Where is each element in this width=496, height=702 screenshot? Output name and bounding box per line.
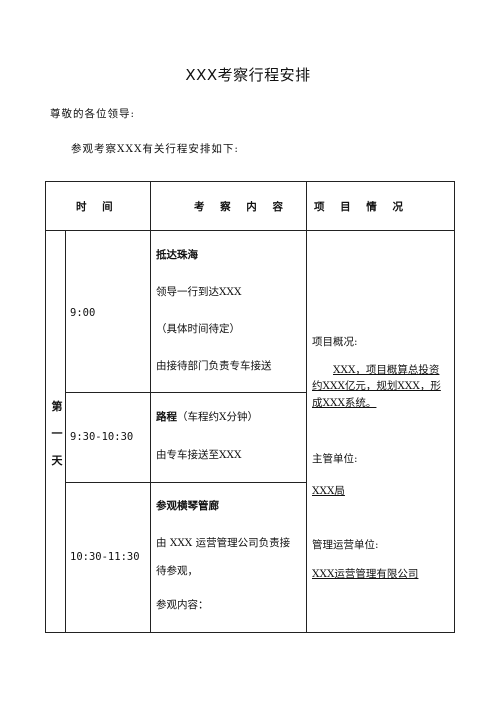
day-label-1: 第 <box>51 400 63 413</box>
header-divider <box>46 230 454 231</box>
row-3-title: 参观横琴管廊 <box>156 500 219 512</box>
header-time: 时 间 <box>76 201 119 213</box>
day-column-divider <box>65 230 66 632</box>
row-3-line-2: 待参观， <box>156 565 198 577</box>
day-label-3: 天 <box>51 454 63 467</box>
row-2-line-1: 由专车接送至XXX <box>156 449 242 461</box>
salutation: 尊敬的各位领导: <box>50 108 136 120</box>
row-3-line-1: 由 XXX 运营管理公司负责接 <box>156 537 291 549</box>
content-column-divider <box>306 182 307 632</box>
project-overview-line-1: XXX，项目概算总投资 <box>333 364 440 376</box>
supervisor-label: 主管单位: <box>312 453 358 465</box>
day-label-2: 一 <box>51 427 63 440</box>
row-2-time: 9:30-10:30 <box>70 431 134 443</box>
header-project: 项 目 情 况 <box>314 201 409 213</box>
operator-value: XXX运营管理有限公司 <box>312 568 419 580</box>
time-column-divider <box>150 182 151 632</box>
row-1-line-1: 领导一行到达XXX <box>156 286 242 298</box>
operator-label: 管理运营单位: <box>312 539 379 551</box>
project-overview-line-2: 约XXX亿元，规划XXX，形 <box>312 380 441 392</box>
row-2-title-note: （车程约X分钟） <box>177 411 258 423</box>
row-1-line-3: 由接待部门负责专车接送 <box>156 360 272 372</box>
row-divider-1 <box>65 392 306 393</box>
header-content: 考 察 内 容 <box>194 201 289 213</box>
row-1-title: 抵达珠海 <box>156 249 198 261</box>
supervisor-value: XXX局 <box>312 485 345 497</box>
intro-paragraph: 参观考察XXX有关行程安排如下: <box>71 143 239 155</box>
project-overview-label: 项目概况: <box>312 336 358 348</box>
row-3-line-3: 参观内容： <box>156 599 209 611</box>
row-divider-2 <box>65 482 306 483</box>
row-1-time: 9:00 <box>70 307 96 319</box>
row-2-title-line: 路程（车程约X分钟） <box>156 412 258 423</box>
itinerary-table: 时 间 考 察 内 容 项 目 情 况 第 一 天 9:00 抵达珠海 领导一行… <box>45 181 455 633</box>
project-overview-line-3: 成XXX系统。 <box>312 397 377 409</box>
row-2-title: 路程 <box>156 411 177 423</box>
row-1-line-2: （具体时间待定） <box>156 323 240 335</box>
row-3-time: 10:30-11:30 <box>70 551 140 563</box>
document-title: XXX考察行程安排 <box>185 66 311 84</box>
